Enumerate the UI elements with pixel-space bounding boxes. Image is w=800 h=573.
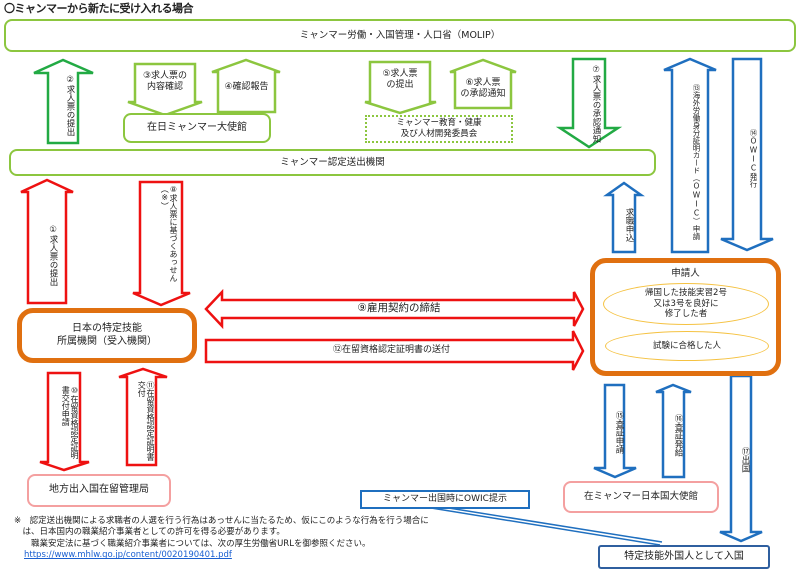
arrow-2-shape	[33, 58, 94, 145]
arrow-9-shape	[204, 288, 585, 330]
node-embassy-in-japan: 在日ミャンマー大使館	[123, 113, 271, 143]
arrow-5-shape	[364, 60, 437, 115]
node-applicant: 申請人 帰国した技能実習2号 又は3号を良好に 修了した者 試験に合格した人	[590, 258, 781, 376]
node-immigration-bureau: 地方出入国在留管理局	[27, 474, 171, 507]
arrow-4-label: ④確認報告	[224, 82, 269, 93]
page-title: 〇ミャンマーから新たに受け入れる場合	[4, 2, 194, 15]
owic-callout-line-1	[424, 506, 661, 546]
arrow-16-label: ⑯査証発給	[673, 413, 683, 457]
mhlw-url-link[interactable]: https://www.mhlw.go.jp/content/002019040…	[24, 550, 232, 561]
arrow-11-label: ⑪在留資格認定証明書交付	[137, 381, 155, 461]
node-molip: ミャンマー労働・入国管理・人口省（MOLIP）	[4, 19, 796, 52]
arrow-12-shape	[204, 330, 585, 371]
footnote-line-3: 職業安定法に基づく職業紹介事業者については、次の厚生労働省URLを御参照ください…	[14, 538, 371, 549]
arrow-1-label: ①求人票の提出	[48, 224, 58, 286]
footnote: ※ 認定送出機関による求職者の人選を行う行為はあっせんに当たるため、仮にこのよう…	[14, 516, 429, 562]
node-japan-embassy-myanmar: 在ミャンマー日本国大使館	[563, 481, 719, 513]
arrow-17-shape	[719, 374, 763, 543]
arrow-13-label: ⑬海外労働身分証明カード（OWIC）申請	[692, 84, 701, 240]
node-applicant-title: 申請人	[671, 268, 700, 280]
applicant-group-former-trainee-label: 帰国した技能実習2号 又は3号を良好に 修了した者	[645, 288, 727, 320]
owic-callout-label: ミャンマー出国時にOWIC提示	[383, 493, 507, 504]
arrow-8-shape	[132, 180, 191, 307]
arrow-5-label: ⑤求人票 の提出	[382, 68, 418, 90]
arrow-job-apply-label: 求職申込	[624, 208, 634, 242]
node-entry: 特定技能外国人として入国	[598, 545, 770, 569]
arrow-13-shape	[663, 57, 717, 254]
owic-callout: ミャンマー出国時にOWIC提示	[360, 490, 530, 509]
arrow-8-label: ⑧求人票に基づくあっせん（※）	[160, 185, 178, 282]
arrow-14-shape	[720, 57, 774, 252]
applicant-group-former-trainee: 帰国した技能実習2号 又は3号を良好に 修了した者	[603, 283, 769, 325]
node-sending-org-label: ミャンマー認定送出機関	[280, 156, 385, 168]
footnote-line-2: は、日本国内の職業紹介事業者としての許可を得る必要があります。	[14, 527, 285, 538]
arrow-11-shape	[118, 367, 168, 467]
arrow-3-label: ③求人票の 内容確認	[142, 70, 188, 92]
arrow-2-label: ②求人票の提出	[65, 74, 75, 136]
arrow-6-label: ⑥求人票 の承認通知	[460, 77, 506, 99]
arrow-9-label: ⑨雇用契約の締結	[357, 302, 441, 315]
arrow-10-shape	[39, 371, 90, 472]
arrow-6-shape	[449, 58, 517, 110]
arrow-14-label: ⑭OWIC発行	[749, 128, 758, 188]
node-education-committee: ミャンマー教育・健康 及び人材開発委員会	[365, 115, 513, 143]
owic-callout-line-2	[429, 504, 663, 543]
arrow-12-label: ⑫在留資格認定証明書の送付	[332, 345, 450, 356]
node-immigration-bureau-label: 地方出入国在留管理局	[49, 484, 149, 496]
node-molip-label: ミャンマー労働・入国管理・人口省（MOLIP）	[299, 29, 501, 41]
node-education-committee-label: ミャンマー教育・健康 及び人材開発委員会	[396, 118, 482, 139]
node-embassy-in-japan-label: 在日ミャンマー大使館	[147, 121, 247, 133]
node-japan-receiving-org: 日本の特定技能 所属機関（受入機関）	[17, 308, 197, 363]
node-entry-label: 特定技能外国人として入国	[624, 550, 744, 562]
arrow-10-label: ⑩在留資格認定証明書交付申請	[61, 386, 79, 459]
arrow-15-shape	[593, 383, 637, 479]
arrow-4-shape	[211, 58, 281, 114]
arrow-7-shape	[555, 57, 623, 149]
node-japan-receiving-org-label: 日本の特定技能 所属機関（受入機関）	[57, 323, 157, 347]
arrow-1-shape	[20, 178, 74, 305]
arrow-3-shape	[127, 62, 203, 117]
arrow-job-apply-shape	[603, 181, 645, 254]
arrow-7-label: ⑦求人票の承認通知	[591, 64, 601, 143]
node-sending-org: ミャンマー認定送出機関	[9, 149, 656, 176]
applicant-group-exam-passed-label: 試験に合格した人	[652, 340, 721, 351]
arrow-16-shape	[655, 383, 692, 479]
node-japan-embassy-myanmar-label: 在ミャンマー日本国大使館	[583, 491, 698, 503]
arrow-15-label: ⑮査証申請	[614, 410, 624, 454]
footnote-line-1: ※ 認定送出機関による求職者の人選を行う行為はあっせんに当たるため、仮にこのよう…	[14, 516, 429, 526]
arrow-17-label: ⑰出国	[740, 447, 750, 473]
applicant-group-exam-passed: 試験に合格した人	[605, 331, 769, 361]
